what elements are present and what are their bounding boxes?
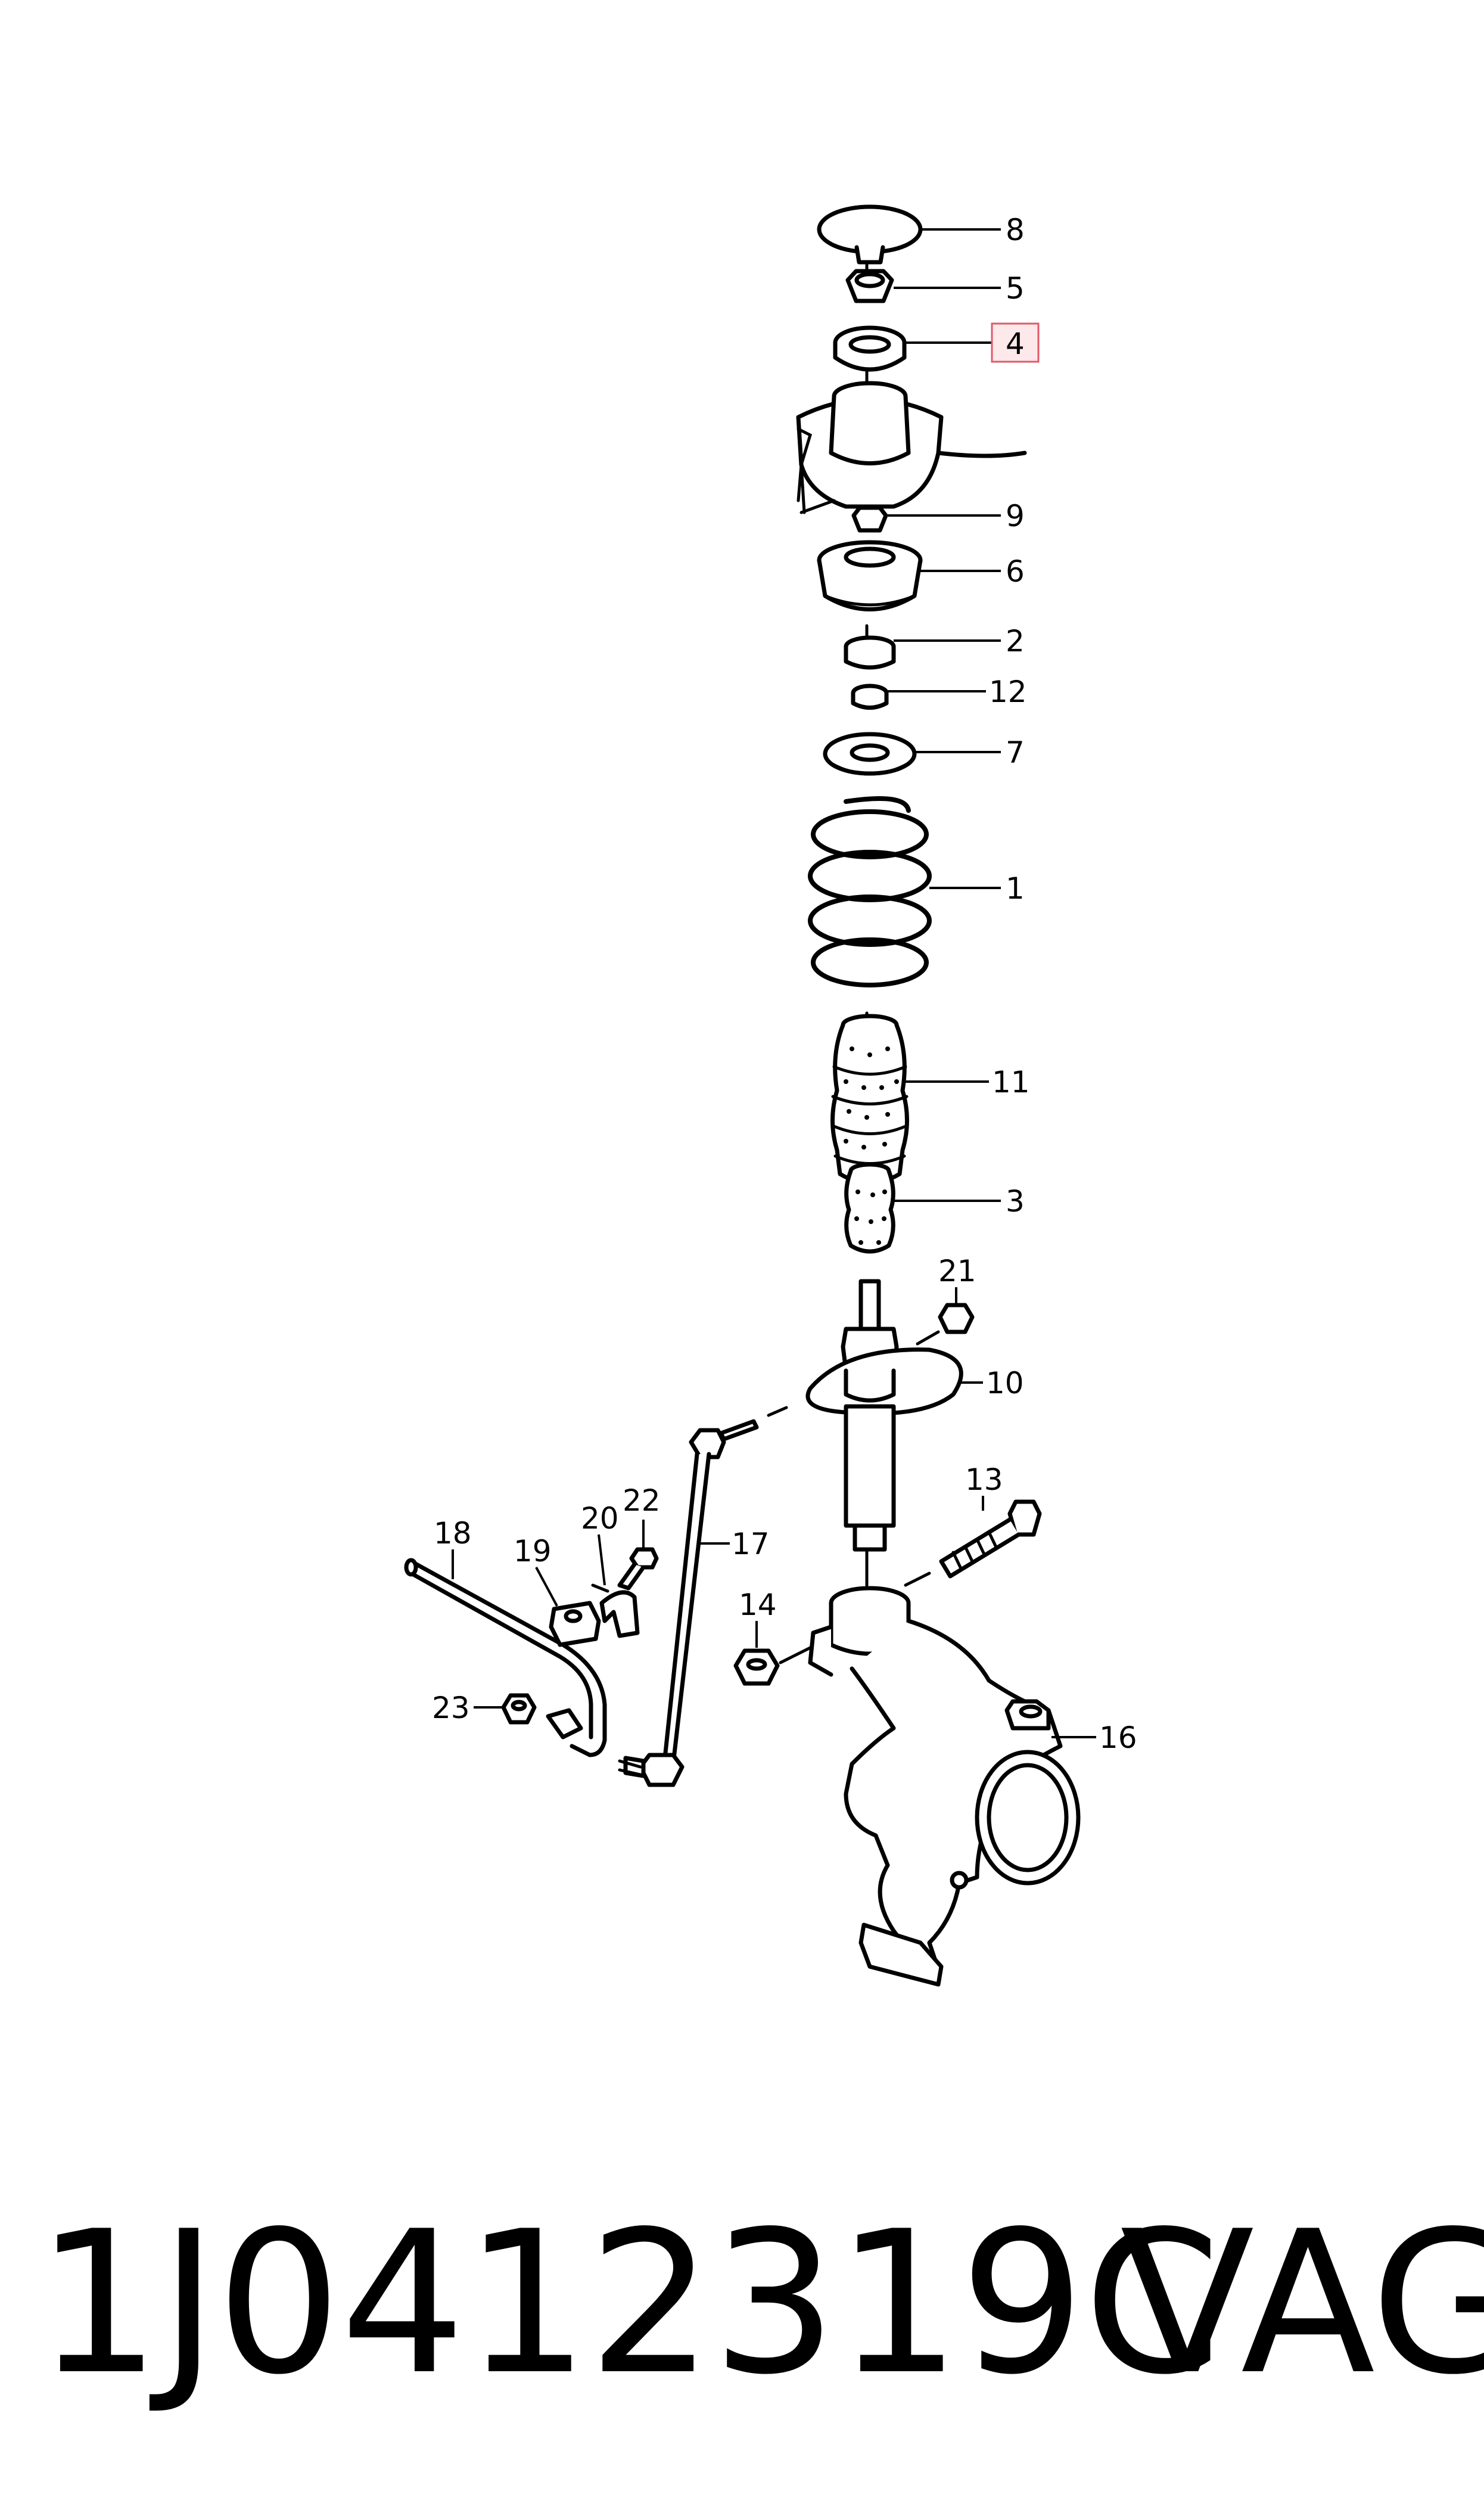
highlight-box — [991, 322, 1040, 363]
part-bolt-13 — [904, 1499, 1042, 1587]
part-number: 1J0412319C — [36, 2189, 1221, 2418]
label-3: 3 — [1006, 1184, 1025, 1219]
label-17: 17 — [732, 1527, 770, 1561]
footer: 1J0412319C VAG — [0, 2205, 1484, 2443]
label-6: 6 — [1006, 554, 1025, 589]
leader-lines — [452, 228, 1096, 1738]
label-12: 12 — [989, 675, 1027, 709]
part-nut-9 — [851, 505, 888, 533]
brand-name: VAG — [1120, 2189, 1484, 2418]
part-bearing-4 — [833, 325, 907, 372]
part-strut-mount-6 — [817, 540, 923, 611]
label-13: 13 — [965, 1462, 1003, 1497]
part-dust-boot-11 — [830, 1014, 909, 1185]
part-bolt-22 — [617, 1547, 659, 1591]
part-cap — [817, 204, 923, 265]
part-washer-12 — [851, 684, 889, 710]
part-spring-seat-7 — [823, 732, 917, 776]
part-coil-spring-1 — [808, 796, 932, 987]
label-4[interactable]: 4 — [1006, 327, 1025, 361]
part-bushing-19 — [549, 1601, 601, 1647]
label-23: 23 — [432, 1691, 470, 1725]
label-18: 18 — [434, 1516, 472, 1551]
label-14: 14 — [739, 1588, 777, 1622]
part-clamp-20 — [591, 1583, 640, 1638]
label-9: 9 — [1006, 499, 1025, 533]
label-20: 20 — [581, 1501, 619, 1536]
label-11: 11 — [992, 1065, 1030, 1099]
part-nut-21 — [916, 1303, 975, 1346]
label-22: 22 — [623, 1483, 661, 1518]
label-5: 5 — [1006, 271, 1025, 306]
part-steering-knuckle — [808, 1586, 1081, 1987]
part-nut-14 — [733, 1643, 818, 1686]
label-10: 10 — [986, 1366, 1024, 1400]
label-2: 2 — [1006, 624, 1025, 659]
label-8: 8 — [1006, 213, 1025, 247]
label-16: 16 — [1099, 1720, 1137, 1755]
part-nut-23 — [501, 1693, 537, 1725]
label-7: 7 — [1006, 735, 1025, 770]
part-strut-tower — [796, 381, 1027, 514]
part-stabilizer-bar-18 — [404, 1558, 607, 1757]
part-shock-absorber-10 — [805, 1279, 963, 1552]
callout-labels: 8 5 4 9 6 2 12 7 1 11 3 21 10 13 14 16 1… — [432, 213, 1137, 1755]
part-nut-5 — [845, 269, 894, 303]
part-washer-2 — [844, 635, 896, 670]
part-bump-stop-3 — [844, 1162, 895, 1254]
label-1: 1 — [1006, 871, 1025, 906]
label-19: 19 — [514, 1534, 552, 1568]
label-21: 21 — [938, 1254, 976, 1288]
part-stabilizer-link-17 — [618, 1406, 788, 1787]
